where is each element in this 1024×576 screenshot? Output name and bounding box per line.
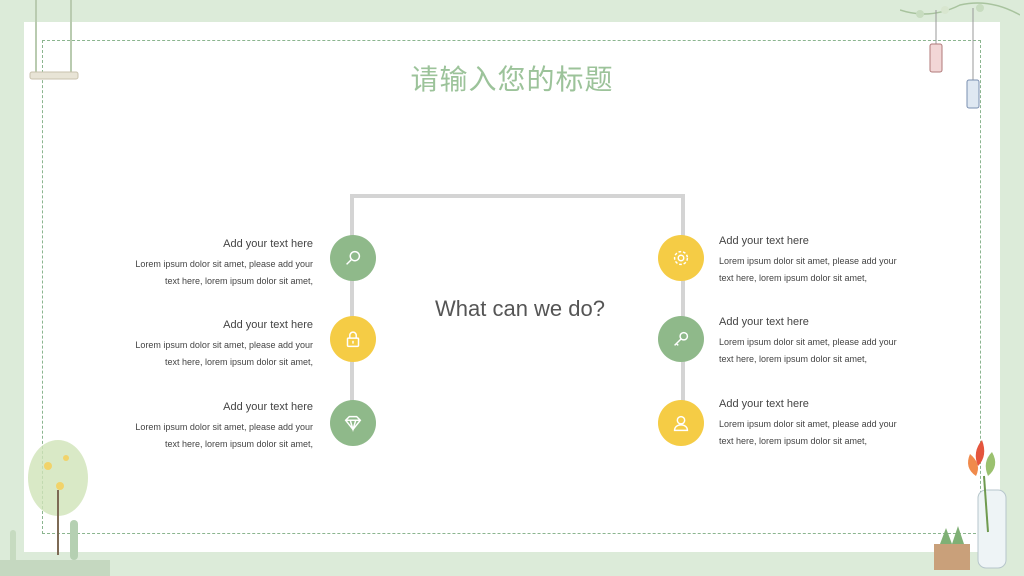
slide-title: 请输入您的标题 bbox=[410, 63, 614, 96]
node-gear bbox=[658, 235, 704, 281]
connector-left bbox=[350, 194, 354, 424]
slide-card bbox=[24, 22, 1000, 552]
item-heading: Add your text here bbox=[719, 316, 809, 328]
user-icon bbox=[673, 415, 689, 432]
left-item-3: Add your text here Lorem ipsum dolor sit… bbox=[135, 401, 313, 453]
node-diamond bbox=[330, 400, 376, 446]
connector-top bbox=[350, 194, 685, 198]
right-item-2: Add your text here Lorem ipsum dolor sit… bbox=[719, 316, 897, 368]
item-heading: Add your text here bbox=[223, 401, 313, 413]
item-body-line1: Lorem ipsum dolor sit amet, please add y… bbox=[135, 422, 313, 432]
plant-decoration bbox=[934, 440, 1007, 570]
left-item-1: Add your text here Lorem ipsum dolor sit… bbox=[135, 238, 313, 290]
diamond-icon bbox=[344, 415, 362, 432]
item-heading: Add your text here bbox=[223, 319, 313, 331]
item-body-line1: Lorem ipsum dolor sit amet, please add y… bbox=[719, 419, 897, 429]
tree-decoration bbox=[0, 440, 110, 576]
node-user bbox=[658, 400, 704, 446]
item-body-line2: text here, lorem ipsum dolor sit amet, bbox=[719, 273, 868, 283]
item-heading: Add your text here bbox=[223, 238, 313, 250]
right-item-1: Add your text here Lorem ipsum dolor sit… bbox=[719, 235, 897, 287]
connector-right bbox=[681, 194, 685, 424]
left-item-2: Add your text here Lorem ipsum dolor sit… bbox=[135, 319, 313, 371]
item-heading: Add your text here bbox=[719, 235, 809, 247]
lantern-decoration bbox=[900, 2, 1020, 109]
item-heading: Add your text here bbox=[719, 398, 809, 410]
item-body-line1: Lorem ipsum dolor sit amet, please add y… bbox=[135, 340, 313, 350]
item-body-line2: text here, lorem ipsum dolor sit amet, bbox=[164, 439, 313, 449]
item-body-line1: Lorem ipsum dolor sit amet, please add y… bbox=[719, 256, 897, 266]
search-icon bbox=[346, 250, 361, 265]
gear-icon bbox=[673, 250, 689, 266]
node-search bbox=[330, 235, 376, 281]
swing-decoration bbox=[29, 0, 79, 80]
item-body-line1: Lorem ipsum dolor sit amet, please add y… bbox=[719, 337, 897, 347]
node-lock bbox=[330, 316, 376, 362]
right-item-3: Add your text here Lorem ipsum dolor sit… bbox=[719, 398, 897, 450]
dashed-frame bbox=[42, 40, 981, 534]
item-body-line1: Lorem ipsum dolor sit amet, please add y… bbox=[135, 259, 313, 269]
item-body-line2: text here, lorem ipsum dolor sit amet, bbox=[719, 436, 868, 446]
key-icon bbox=[674, 331, 689, 346]
lock-icon bbox=[346, 331, 360, 348]
center-text: What can we do? bbox=[435, 296, 605, 321]
item-body-line2: text here, lorem ipsum dolor sit amet, bbox=[164, 276, 313, 286]
node-key bbox=[658, 316, 704, 362]
item-body-line2: text here, lorem ipsum dolor sit amet, bbox=[164, 357, 313, 367]
item-body-line2: text here, lorem ipsum dolor sit amet, bbox=[719, 354, 868, 364]
